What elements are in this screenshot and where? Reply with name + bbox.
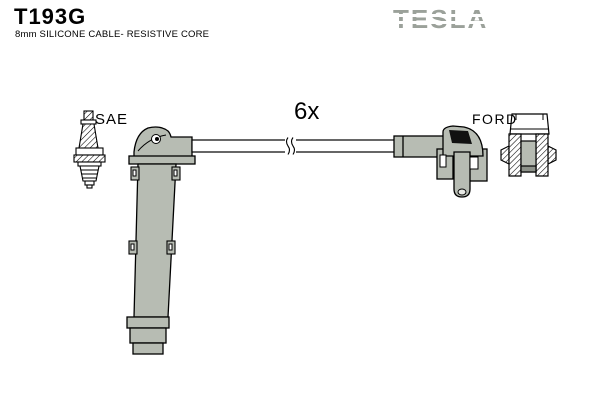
cable-illustration	[191, 137, 399, 155]
cable-break-gap	[285, 137, 296, 155]
ford-connector-section-illustration	[500, 113, 557, 177]
ford-label: FORD	[472, 111, 518, 127]
sae-label: SAE	[95, 111, 129, 128]
part-number: T193G	[14, 4, 87, 29]
tesla-brand-logo: TESLA	[391, 4, 491, 36]
cable-break-mark-icon	[290, 137, 296, 155]
cable-break-mark-icon	[285, 137, 291, 155]
coil-boot-illustration	[393, 125, 488, 198]
logo-stripe-icon	[391, 21, 491, 24]
logo-stripe-icon	[391, 14, 491, 17]
quantity-label: 6x	[294, 98, 320, 125]
tesla-logo-text: TESLA	[393, 4, 489, 34]
cable-spec-subtitle: 8mm SILICONE CABLE- RESISTIVE CORE	[15, 29, 210, 40]
spark-plug-illustration	[73, 110, 106, 189]
plug-boot-illustration	[126, 126, 196, 355]
